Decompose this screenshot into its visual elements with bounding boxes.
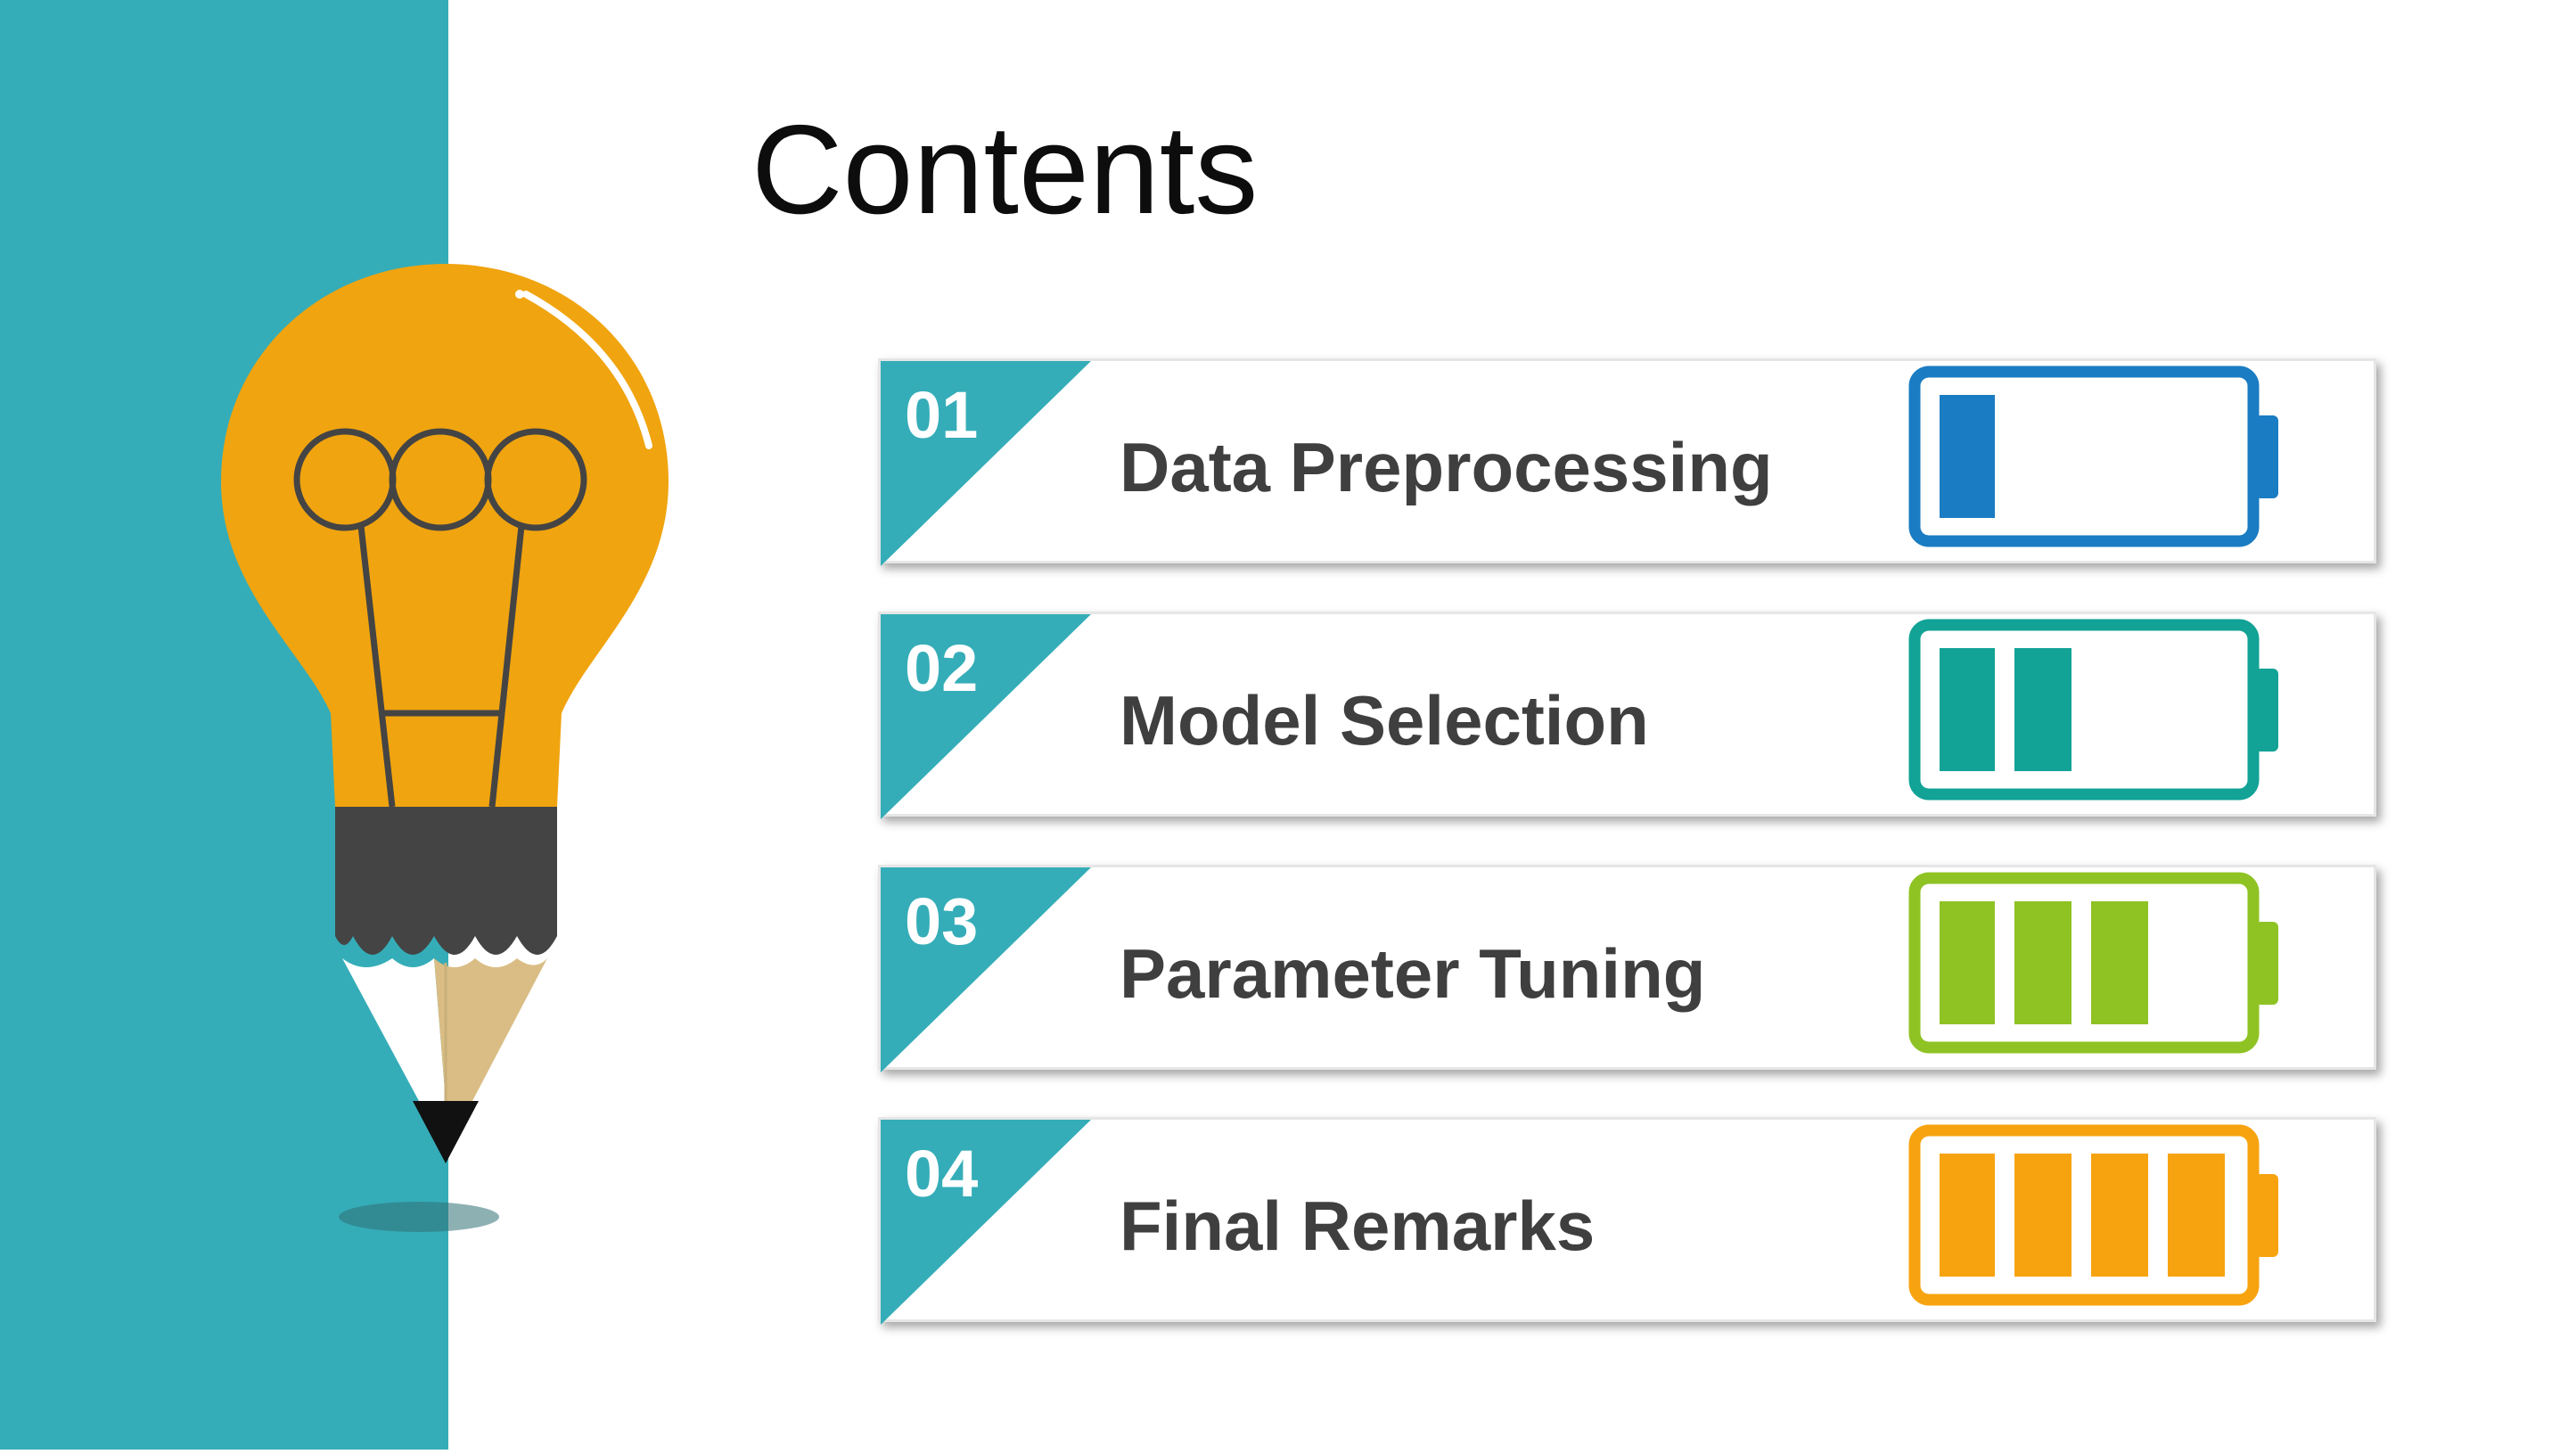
battery-icon	[1908, 872, 2285, 1061]
number-tab	[881, 361, 1091, 566]
agenda-item: 01 Data Preprocessing	[878, 358, 2376, 566]
item-label: Data Preprocessing	[1120, 428, 1773, 506]
agenda-item: 03 Parameter Tuning	[878, 865, 2376, 1072]
item-number: 04	[905, 1137, 979, 1211]
lightbulb-pencil-icon	[0, 0, 802, 1450]
item-label: Parameter Tuning	[1120, 934, 1706, 1013]
number-tab	[881, 614, 1091, 819]
item-label: Final Remarks	[1120, 1187, 1596, 1265]
battery-icon	[1908, 366, 2285, 554]
page-title: Contents	[751, 99, 1259, 241]
battery-icon	[1908, 619, 2285, 808]
battery-icon	[1908, 1124, 2285, 1313]
item-number: 01	[905, 378, 979, 452]
item-number: 03	[905, 884, 979, 958]
agenda-item: 02 Model Selection	[878, 612, 2376, 819]
item-label: Model Selection	[1120, 681, 1649, 760]
number-tab	[881, 867, 1091, 1072]
item-number: 02	[905, 631, 979, 705]
number-tab	[881, 1120, 1091, 1325]
agenda-item: 04 Final Remarks	[878, 1117, 2376, 1325]
